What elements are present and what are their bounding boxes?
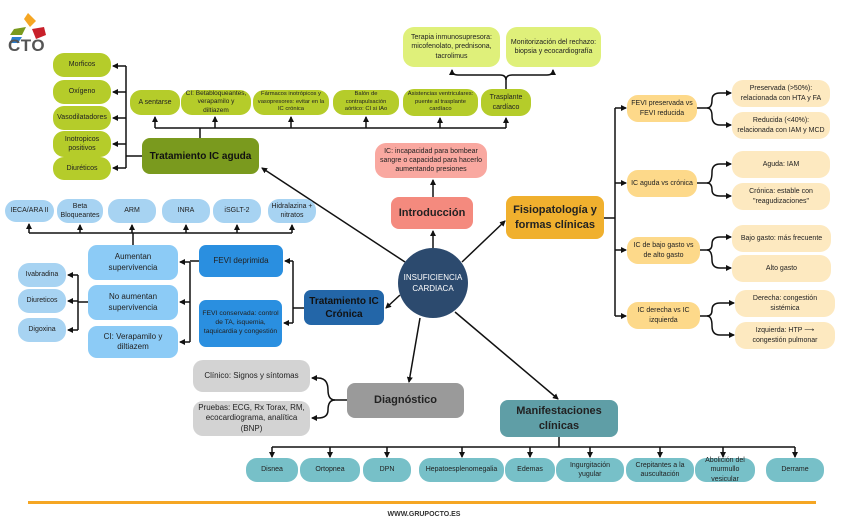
node-ic-bajo-alto-gasto: IC de bajo gasto vs de alto gasto bbox=[627, 237, 700, 264]
node-aguda-iam: Aguda: IAM bbox=[732, 151, 830, 178]
node-ivabradina: Ivabradina bbox=[18, 263, 66, 287]
cto-logo bbox=[10, 13, 46, 43]
footer-url[interactable]: WWW.GRUPOCTO.ES bbox=[387, 511, 461, 518]
logo-text: CTO bbox=[8, 36, 46, 55]
node-farmacos-inotropicos: Fármacos inotrópicos y vasopresores: evi… bbox=[253, 90, 329, 115]
node-fevi-conservada: FEVI conservada: control de TA, isquemia… bbox=[199, 300, 282, 347]
node-isglt2: iSGLT-2 bbox=[213, 199, 261, 223]
node-arm: ARM bbox=[108, 199, 156, 223]
node-morficos: Morficos bbox=[53, 53, 111, 77]
node-alto-gasto: Alto gasto bbox=[732, 255, 831, 282]
node-vasodilatadores: Vasodilatadores bbox=[53, 106, 111, 130]
node-hepatoesplenomegalia: Hepatoesplenomegalia bbox=[419, 458, 504, 482]
node-tratamiento-ic-cronica: Tratamiento IC Crónica bbox=[304, 290, 384, 325]
node-abolicion-murmullo: Abolición del murmullo vesicular bbox=[695, 457, 755, 483]
node-bajo-gasto: Bajo gasto: más frecuente bbox=[732, 225, 831, 252]
node-fevi-preservada-reducida: FEVI preservada vs FEVI reducida bbox=[627, 95, 697, 122]
node-crepitantes: Crepitantes a la auscultación bbox=[626, 458, 694, 482]
node-balon-contrapulsacion: Balón de contrapulsación aórtico: CI si … bbox=[333, 90, 399, 115]
node-hidralazina: Hidralazina + nitratos bbox=[268, 199, 316, 223]
node-fisiopatologia: Fisiopatología y formas clínicas bbox=[506, 196, 604, 239]
node-ic-derecha-izquierda: IC derecha vs IC izquierda bbox=[627, 302, 700, 329]
node-ci-betabloqueantes: CI: Betabloqueantes, verapamilo y diltia… bbox=[181, 90, 251, 115]
node-cronica-estable: Crónica: estable con "reagudizaciones" bbox=[732, 183, 830, 210]
node-pruebas: Pruebas: ECG, Rx Torax, RM, ecocardiogra… bbox=[193, 401, 310, 436]
node-derrame: Derrame bbox=[766, 458, 824, 482]
node-asistencias-ventriculares: Asistencias ventriculares: puente al tra… bbox=[403, 89, 478, 116]
node-inra: INRA bbox=[162, 199, 210, 223]
node-ieca-ara: IECA/ARA II bbox=[5, 200, 54, 222]
node-edemas: Edemas bbox=[505, 458, 555, 482]
node-diureticos-cronica: Diureticos bbox=[18, 289, 66, 313]
node-ic-definicion: IC: incapacidad para bombear sangre o ca… bbox=[375, 143, 487, 178]
node-terapia-inmunosupresora: Terapia inmunosupresora: micofenolato, p… bbox=[403, 27, 500, 67]
node-trasplante: Trasplante cardíaco bbox=[481, 89, 531, 116]
node-fevi-deprimida: FEVI deprimida bbox=[199, 245, 283, 277]
node-dpn: DPN bbox=[363, 458, 411, 482]
node-a-sentarse: A sentarse bbox=[130, 90, 180, 115]
node-diagnostico: Diagnóstico bbox=[347, 383, 464, 418]
central-node: INSUFICIENCIA CARDIACA bbox=[398, 248, 468, 318]
node-beta-bloqueantes: Beta Bloqueantes bbox=[57, 199, 103, 223]
node-monitorizacion-rechazo: Monitorización del rechazo: biopsia y ec… bbox=[506, 27, 601, 67]
node-no-aumentan-supervivencia: No aumentan supervivencia bbox=[88, 285, 178, 320]
node-ortopnea: Ortopnea bbox=[300, 458, 360, 482]
node-aumentan-supervivencia: Aumentan supervivencia bbox=[88, 245, 178, 280]
node-oxigeno: Oxígeno bbox=[53, 80, 111, 104]
node-inotropicos: Inotropicos positivos bbox=[53, 131, 111, 157]
node-digoxina: Digoxina bbox=[18, 318, 66, 342]
node-manifestaciones: Manifestaciones clínicas bbox=[500, 400, 618, 437]
node-derecha: Derecha: congestión sistémica bbox=[735, 290, 835, 317]
node-diureticos: Diuréticos bbox=[53, 157, 111, 180]
footer-divider bbox=[28, 501, 816, 504]
node-izquierda: Izquierda: HTP ⟶ congestión pulmonar bbox=[735, 322, 835, 349]
node-clinico: Clínico: Signos y síntomas bbox=[193, 360, 310, 392]
node-tratamiento-ic-aguda: Tratamiento IC aguda bbox=[142, 138, 259, 174]
node-ci-verapamilo: CI: Verapamilo y diltiazem bbox=[88, 326, 178, 358]
node-disnea: Disnea bbox=[246, 458, 298, 482]
node-ic-aguda-cronica: IC aguda vs crónica bbox=[627, 170, 697, 197]
node-introduccion: Introducción bbox=[391, 197, 473, 229]
node-ingurgitacion-yugular: Ingurgitación yugular bbox=[556, 458, 624, 482]
node-reducida: Reducida (<40%): relacionada con IAM y M… bbox=[732, 112, 830, 139]
node-preservada: Preservada (>50%): relacionada con HTA y… bbox=[732, 80, 830, 107]
